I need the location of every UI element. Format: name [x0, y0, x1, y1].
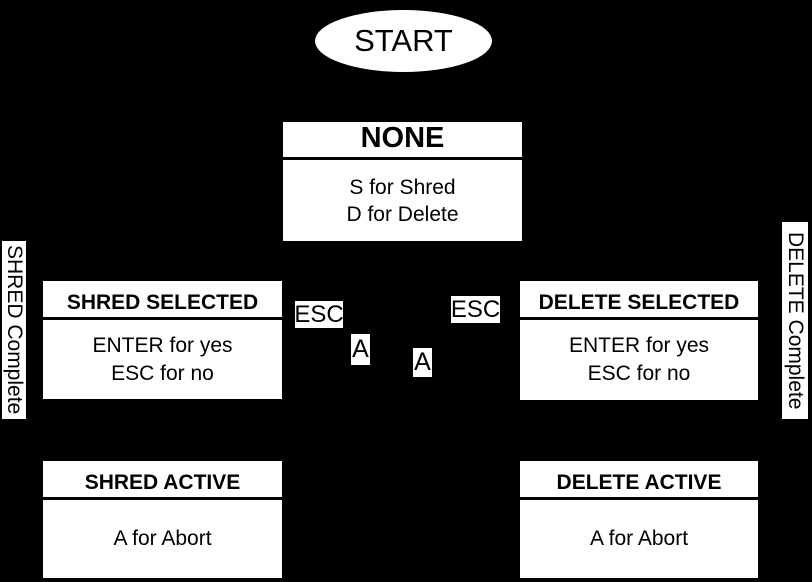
state-delete-active-title: DELETE ACTIVE [520, 461, 758, 500]
state-delete-selected-line-1: ENTER for yes [568, 334, 710, 357]
start-node: START [315, 10, 492, 72]
edge-label-esc-right: ESC [450, 295, 501, 323]
state-shred-selected-title: SHRED SELECTED [43, 281, 282, 320]
start-node-label: START [354, 23, 453, 58]
state-none-line-2: D for Delete [346, 202, 459, 226]
state-none-body: S for Shred D for Delete [283, 160, 522, 241]
state-delete-selected-title: DELETE SELECTED [520, 281, 758, 320]
edge-label-esc-left: ESC [294, 300, 344, 328]
edge-label-shred-complete: SHRED Complete [2, 241, 26, 419]
edge-label-delete-complete: DELETE Complete [782, 222, 808, 419]
state-delete-active: DELETE ACTIVE A for Abort [520, 461, 758, 578]
edge-label-abort-right: A [413, 348, 432, 377]
state-shred-selected-body: ENTER for yes ESC for no [43, 320, 282, 399]
state-none-line-1: S for Shred [349, 175, 456, 199]
state-shred-active-body: A for Abort [43, 500, 282, 578]
edge-label-abort-left: A [351, 334, 370, 365]
state-none: NONE S for Shred D for Delete [283, 122, 522, 241]
state-shred-selected-line-2: ESC for no [111, 361, 214, 385]
state-delete-selected-line-2: ESC for no [587, 362, 691, 385]
state-shred-active-title: SHRED ACTIVE [43, 461, 282, 500]
state-delete-selected-body: ENTER for yes ESC for no [520, 320, 758, 400]
state-none-title: NONE [283, 122, 522, 160]
state-shred-selected-line-1: ENTER for yes [92, 333, 233, 357]
state-delete-active-line-1: A for Abort [589, 527, 689, 550]
state-shred-active-line-1: A for Abort [113, 527, 212, 550]
state-delete-active-body: A for Abort [520, 500, 758, 578]
state-shred-active: SHRED ACTIVE A for Abort [43, 461, 282, 578]
state-delete-selected: DELETE SELECTED ENTER for yes ESC for no [520, 281, 758, 400]
state-shred-selected: SHRED SELECTED ENTER for yes ESC for no [43, 281, 282, 399]
